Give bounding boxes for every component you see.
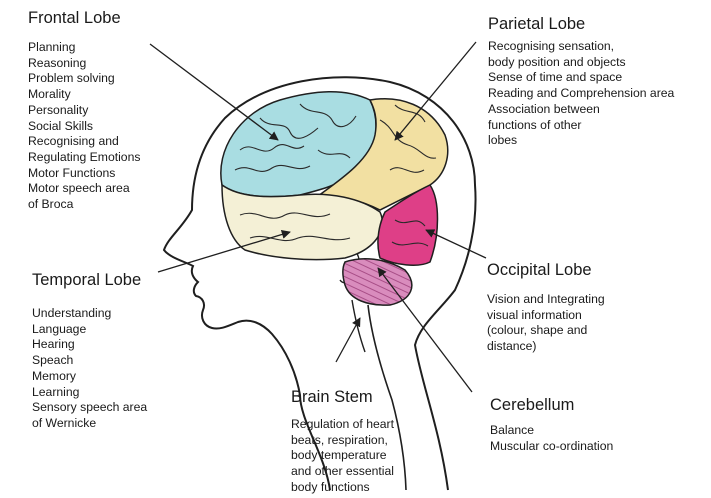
list-item: Regulating Emotions	[28, 149, 141, 164]
head-outline	[162, 76, 477, 491]
cerebellum-list: Balance Muscular co-ordination	[490, 423, 613, 454]
brain-stem-title: Brain Stem	[291, 388, 373, 406]
list-item: Sense of time and space	[488, 70, 623, 85]
list-item: Memory	[32, 368, 77, 383]
parietal-arrow	[394, 41, 477, 141]
occipital-lobe-title: Occipital Lobe	[487, 261, 592, 279]
cerebellum-title: Cerebellum	[490, 396, 575, 414]
list-item: Association between	[488, 101, 600, 116]
list-item: body position and objects	[488, 54, 626, 69]
cerebellum-callout: Cerebellum Balance Muscular co-ordinatio…	[490, 395, 613, 454]
list-item: Morality	[28, 87, 71, 102]
list-item: beats, respiration,	[291, 432, 388, 447]
list-item: Sensory speech area	[32, 400, 148, 415]
parietal-lobe-list: Recognising sensation, body position and…	[488, 39, 674, 149]
list-item: Hearing	[32, 337, 75, 352]
occipital-lobe-list: Vision and Integrating visual informatio…	[487, 292, 605, 355]
list-item: Social Skills	[28, 118, 94, 133]
list-item: and other essential	[291, 464, 394, 479]
list-item: Vision and Integrating	[487, 292, 605, 306]
parietal-lobe-title: Parietal Lobe	[488, 15, 586, 33]
temporal-arrow	[157, 230, 291, 273]
list-item: visual information	[487, 307, 582, 322]
list-item: Planning	[28, 40, 76, 54]
occipital-arrow	[425, 229, 487, 259]
list-item: Muscular co-ordination	[490, 438, 614, 453]
list-item: Recognising sensation,	[488, 39, 615, 53]
list-item: Recognising and	[28, 134, 119, 149]
cerebellum-region	[342, 257, 413, 306]
list-item: Balance	[490, 423, 535, 437]
parietal-lobe-callout: Parietal Lobe Recognising sensation, bod…	[488, 14, 674, 149]
brain-stem-list: Regulation of heart beats, respiration, …	[291, 417, 394, 496]
brain-stem-callout: Brain Stem Regulation of heart beats, re…	[291, 387, 394, 496]
list-item: of Broca	[28, 197, 74, 212]
list-item: lobes	[488, 133, 518, 148]
list-item: Reasoning	[28, 55, 87, 70]
callout-arrows	[149, 41, 487, 393]
list-item: Language	[32, 321, 87, 336]
occipital-lobe-callout: Occipital Lobe Vision and Integrating vi…	[487, 260, 605, 355]
list-item: Motor Functions	[28, 165, 116, 180]
temporal-lobe-title: Temporal Lobe	[32, 271, 142, 289]
list-item: (colour, shape and	[487, 323, 588, 338]
frontal-lobe-callout: Frontal Lobe Planning Reasoning Problem …	[28, 8, 140, 213]
brainstem-arrow	[335, 317, 361, 363]
list-item: Problem solving	[28, 71, 115, 86]
cerebellum-arrow	[377, 267, 473, 393]
list-item: Learning	[32, 384, 80, 399]
frontal-lobe-title: Frontal Lobe	[28, 9, 121, 27]
occipital-lobe-region	[377, 184, 439, 266]
list-item: Motor speech area	[28, 181, 130, 196]
frontal-arrow	[149, 43, 279, 141]
parietal-lobe-region	[315, 98, 449, 211]
list-item: Regulation of heart	[291, 417, 394, 431]
list-item: body temperature	[291, 448, 387, 463]
list-item: Speach	[32, 353, 74, 368]
brain-stem-shape	[351, 299, 366, 353]
list-item: body functions	[291, 479, 370, 494]
frontal-lobe-list: Planning Reasoning Problem solving Moral…	[28, 40, 140, 213]
list-item: Personality	[28, 102, 89, 117]
list-item: of Wernicke	[32, 415, 97, 430]
brain-folds	[234, 103, 437, 247]
temporal-lobe-list: Understanding Language Hearing Speach Me…	[32, 306, 147, 432]
list-item: Understanding	[32, 306, 112, 320]
list-item: distance)	[487, 339, 537, 354]
temporal-lobe-callout: Temporal Lobe Understanding Language Hea…	[32, 270, 147, 432]
list-item: Reading and Comprehension area	[488, 86, 675, 101]
list-item: functions of other	[488, 117, 582, 132]
neck-outline	[367, 304, 407, 491]
